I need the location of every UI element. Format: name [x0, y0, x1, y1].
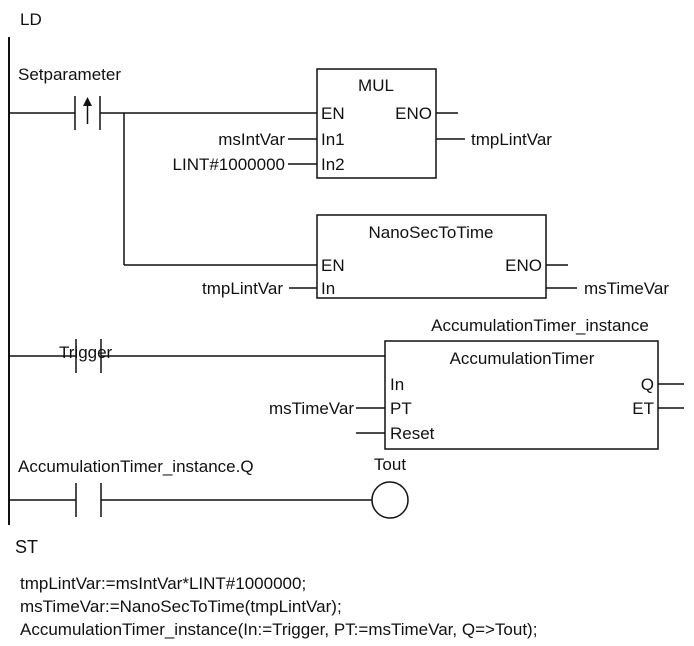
st-line-1: tmpLintVar:=msIntVar*LINT#1000000;: [20, 574, 307, 593]
rung-setparameter: Setparameter MUL EN ENO In1 In2 msIntVar…: [9, 65, 669, 299]
accumulationtimer-pt-variable: msTimeVar: [269, 399, 354, 418]
st-line-2: msTimeVar:=NanoSecToTime(tmpLintVar);: [20, 597, 342, 616]
tout-contact-label: AccumulationTimer_instance.Q: [18, 457, 254, 476]
mul-in1-pin: In1: [321, 130, 345, 149]
mul-block[interactable]: MUL EN ENO In1 In2: [316, 68, 437, 179]
nanosectotime-in-pin: In: [321, 279, 335, 298]
nanosectotime-block[interactable]: NanoSecToTime EN ENO In: [316, 214, 547, 299]
accumulationtimer-pt-pin: PT: [390, 399, 412, 418]
trigger-contact-label: Trigger: [59, 343, 113, 362]
nanosectotime-en-pin: EN: [321, 256, 345, 275]
accumulationtimer-reset-pin: Reset: [390, 424, 435, 443]
st-line-3: AccumulationTimer_instance(In:=Trigger, …: [20, 620, 538, 639]
accumulationtimer-instance-name: AccumulationTimer_instance: [431, 316, 649, 335]
mul-in1-variable: msIntVar: [218, 130, 285, 149]
accumulationtimer-et-pin: ET: [632, 399, 654, 418]
st-title: ST: [15, 537, 39, 557]
accumulationtimer-in-pin: In: [390, 375, 404, 394]
mul-output-variable: tmpLintVar: [471, 130, 552, 149]
setparameter-rising-edge-contact[interactable]: [74, 96, 101, 130]
accumulationtimer-q-contact[interactable]: [75, 483, 102, 517]
accumulationtimer-block[interactable]: AccumulationTimer In PT Reset Q ET: [384, 340, 659, 450]
mul-in2-variable: LINT#1000000: [173, 155, 285, 174]
mul-block-name: MUL: [358, 76, 394, 95]
setparameter-contact-label: Setparameter: [18, 65, 121, 84]
accumulationtimer-q-pin: Q: [641, 375, 654, 394]
rung-tout: AccumulationTimer_instance.Q Tout: [9, 455, 409, 519]
tout-coil-label: Tout: [374, 455, 406, 474]
accumulationtimer-block-name: AccumulationTimer: [450, 349, 595, 368]
nanosectotime-in-variable: tmpLintVar: [202, 279, 283, 298]
nanosectotime-output-variable: msTimeVar: [584, 279, 669, 298]
mul-eno-pin: ENO: [395, 104, 432, 123]
mul-in2-pin: In2: [321, 155, 345, 174]
mul-en-pin: EN: [321, 104, 345, 123]
tout-coil[interactable]: [371, 481, 409, 519]
ld-title: LD: [20, 10, 42, 29]
nanosectotime-eno-pin: ENO: [505, 256, 542, 275]
rung-trigger: AccumulationTimer_instance Trigger Accum…: [9, 316, 684, 450]
nanosectotime-block-name: NanoSecToTime: [368, 223, 493, 242]
